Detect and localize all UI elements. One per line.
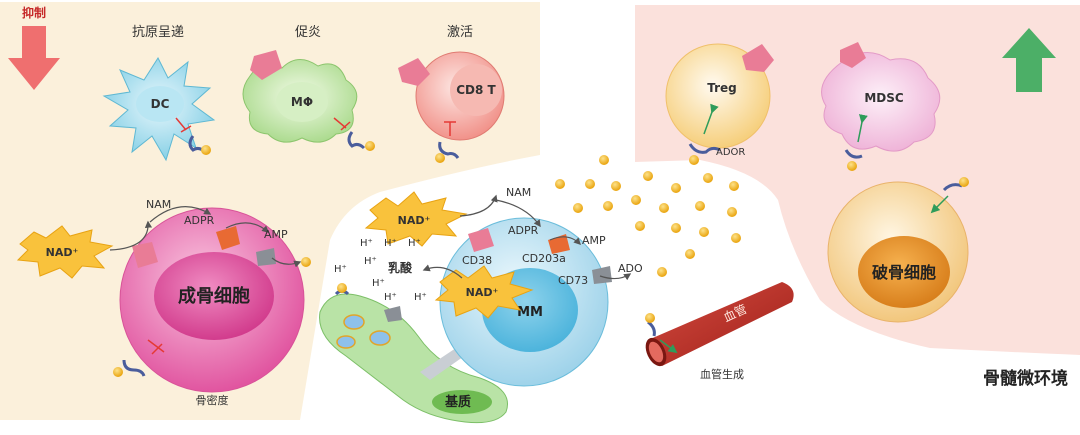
ado-dot <box>611 181 621 191</box>
ado-dot <box>201 145 211 155</box>
cd73-label: CD73 <box>558 274 588 287</box>
adpr-arrow <box>225 222 270 233</box>
stroma-cell: 基质 <box>319 283 508 424</box>
blood-vessel: 血管 <box>645 282 794 367</box>
amp-label: AMP <box>582 234 606 247</box>
proton-label: H⁺ <box>414 292 427 303</box>
proinflammatory-label: 促炎 <box>295 25 321 40</box>
nad-label: NAD⁺ <box>46 246 79 259</box>
lactate-arrow <box>422 264 463 279</box>
dc-cell: DC <box>102 56 216 162</box>
cd203a-label: CD203a <box>522 252 566 265</box>
nad-arrow <box>109 220 153 251</box>
mdsc-label: MDSC <box>864 91 904 105</box>
ado-dot <box>959 177 969 187</box>
lactate-label: 乳酸 <box>388 260 413 275</box>
nad-burst-left: NAD⁺ <box>16 225 114 279</box>
ador-label: ADOR <box>716 147 745 158</box>
adpr-arrow <box>549 236 582 246</box>
nam-label: NAM <box>146 198 171 211</box>
ado-dot <box>573 203 583 213</box>
ado-dot <box>847 161 857 171</box>
osteoblast-cell: 成骨细胞 <box>113 207 305 393</box>
treg-cell: Treg ADOR <box>665 43 774 165</box>
ado-dot <box>631 195 641 205</box>
ado-dot <box>671 223 681 233</box>
ado-dot <box>599 155 609 165</box>
osteoclast-cell: 破骨细胞 <box>827 177 969 323</box>
ado-dot <box>657 267 667 277</box>
macrophage-cell: MΦ <box>242 50 375 151</box>
proton-label: H⁺ <box>384 238 397 249</box>
bone-density-label: 骨密度 <box>196 393 229 407</box>
ado-dot <box>685 249 695 259</box>
bone-marrow-microenvironment-label: 骨髓微环境 <box>983 368 1068 389</box>
ado-dot <box>659 203 669 213</box>
nam-arrow <box>149 206 212 223</box>
amp-label: AMP <box>264 228 288 241</box>
mdsc-cell: MDSC <box>821 42 941 171</box>
nad-label: NAD⁺ <box>398 214 431 227</box>
ado-dot <box>703 173 713 183</box>
nad-arrow <box>459 194 498 217</box>
ado-dot <box>603 201 613 211</box>
proton-label: H⁺ <box>334 264 347 275</box>
suppress-label: 抑制 <box>22 5 46 20</box>
ado-dot <box>699 227 709 237</box>
macrophage-label: MΦ <box>291 95 313 109</box>
nad-burst-lower: NAD⁺ <box>434 265 534 319</box>
amp-arrow <box>271 257 302 268</box>
mm-label: MM <box>517 305 543 320</box>
stroma-label: 基质 <box>444 394 471 410</box>
proton-label: H⁺ <box>360 238 373 249</box>
treg-label: Treg <box>707 81 737 95</box>
nad-burst-upper: NAD⁺ <box>364 191 468 247</box>
adpr-label: ADPR <box>184 214 215 227</box>
antigen-presentation-label: 抗原呈递 <box>132 25 184 40</box>
nad-label: NAD⁺ <box>466 286 499 299</box>
suppress-down-arrow <box>8 26 60 90</box>
mm-cell: MM <box>439 217 612 387</box>
ado-dot <box>695 201 705 211</box>
ado-dot <box>671 183 681 193</box>
ado-dot <box>585 179 595 189</box>
dc-label: DC <box>151 97 170 111</box>
ado-dot <box>635 221 645 231</box>
proton-label: H⁺ <box>364 256 377 267</box>
osteoclast-label: 破骨细胞 <box>872 263 936 282</box>
proton-label: H⁺ <box>408 238 421 249</box>
osteoblast-label: 成骨细胞 <box>178 285 250 307</box>
ado-dot <box>643 171 653 181</box>
ado-cloud <box>555 155 741 259</box>
ado-dot <box>689 155 699 165</box>
nam-label: NAM <box>506 186 531 199</box>
amp-arrow <box>599 273 632 281</box>
ado-dot <box>727 207 737 217</box>
ado-dot <box>365 141 375 151</box>
angiogenesis-label: 血管生成 <box>700 367 744 381</box>
ado-dot <box>301 257 311 267</box>
ado-label: ADO <box>618 262 643 275</box>
cd8-label: CD8 T <box>456 83 496 97</box>
adpr-label: ADPR <box>508 224 539 237</box>
ado-dot <box>555 179 565 189</box>
ado-dot <box>731 233 741 243</box>
ado-dot <box>645 313 655 323</box>
proton-label: H⁺ <box>384 292 397 303</box>
proton-label: H⁺ <box>372 278 385 289</box>
nam-arrow <box>495 199 541 228</box>
activation-label: 激活 <box>447 25 473 40</box>
ado-dot <box>113 367 123 377</box>
cd8-t-cell: CD8 T <box>398 51 505 163</box>
activate-up-arrow <box>1002 28 1056 92</box>
cd38-label: CD38 <box>462 254 492 267</box>
ado-dot <box>337 283 347 293</box>
ado-dot <box>435 153 445 163</box>
ado-dot <box>729 181 739 191</box>
